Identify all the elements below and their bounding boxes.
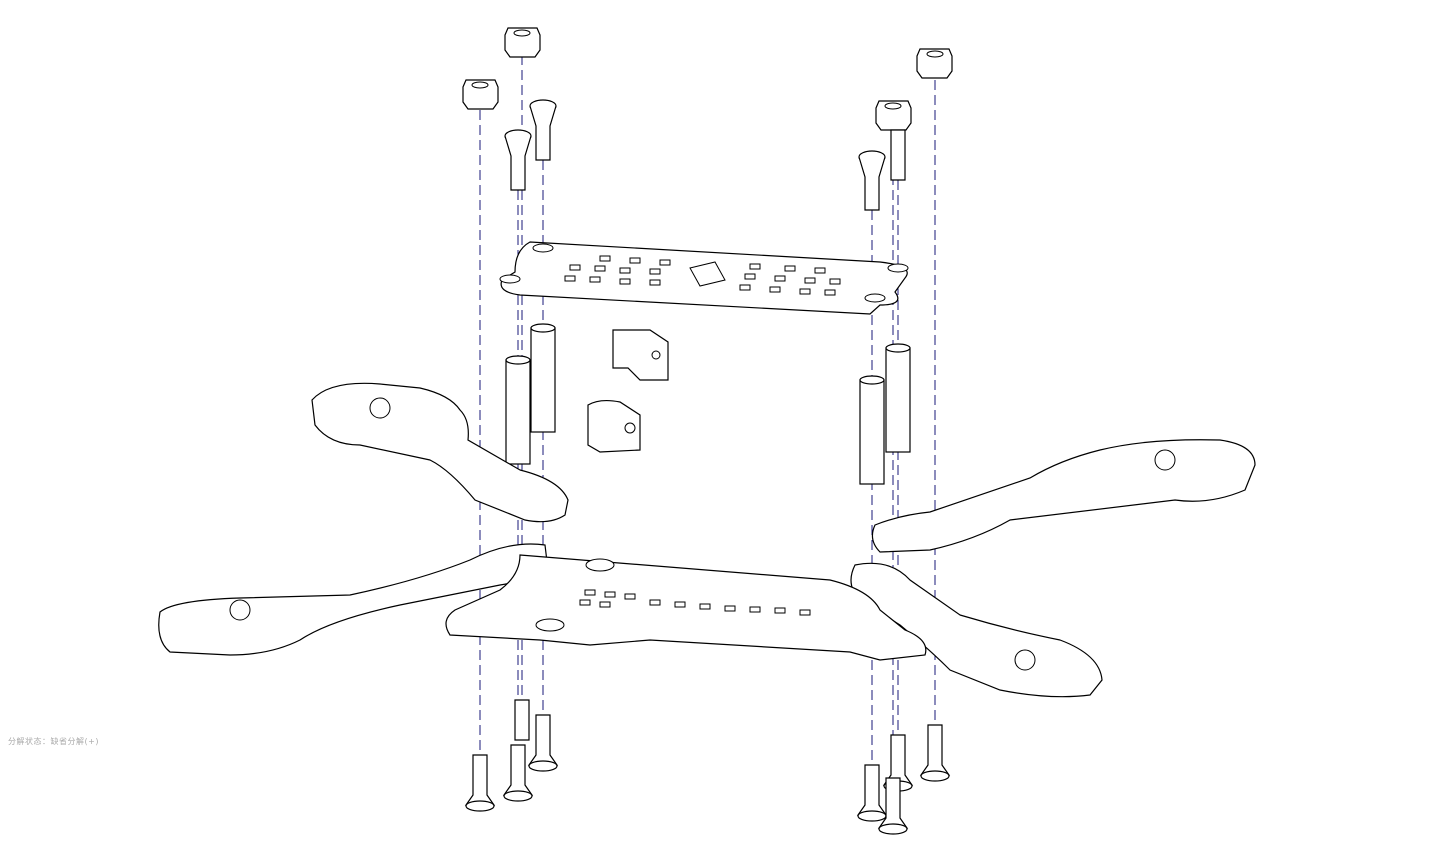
top-plate — [499, 241, 909, 315]
bottom-plate — [445, 554, 927, 661]
screw — [856, 764, 888, 822]
screw — [877, 777, 909, 835]
standoff — [530, 323, 556, 433]
standoffs — [505, 323, 911, 485]
screw — [529, 99, 557, 161]
screw — [502, 744, 534, 802]
standoff — [859, 375, 885, 485]
explode-state-label: 分解状态：缺省分解(+) — [8, 737, 99, 746]
camera-mounts — [587, 329, 669, 453]
standoff — [505, 355, 531, 465]
arms — [158, 382, 1256, 698]
lock-nut — [916, 48, 953, 79]
top-screws — [504, 99, 906, 211]
screw — [527, 714, 559, 772]
screw — [858, 150, 886, 211]
lock-nut — [504, 27, 541, 58]
standoff — [885, 343, 911, 453]
vent-holes — [564, 255, 841, 296]
lock-nuts — [462, 27, 953, 131]
screw — [919, 724, 951, 782]
lock-nut — [875, 100, 912, 131]
screw — [514, 699, 530, 741]
screw — [464, 754, 496, 812]
lock-nut — [462, 79, 499, 110]
screw — [890, 129, 906, 181]
logo-cutout — [689, 261, 726, 287]
bottom-screws — [464, 699, 951, 835]
bottom-vent-holes — [579, 589, 811, 616]
screw — [504, 129, 532, 191]
